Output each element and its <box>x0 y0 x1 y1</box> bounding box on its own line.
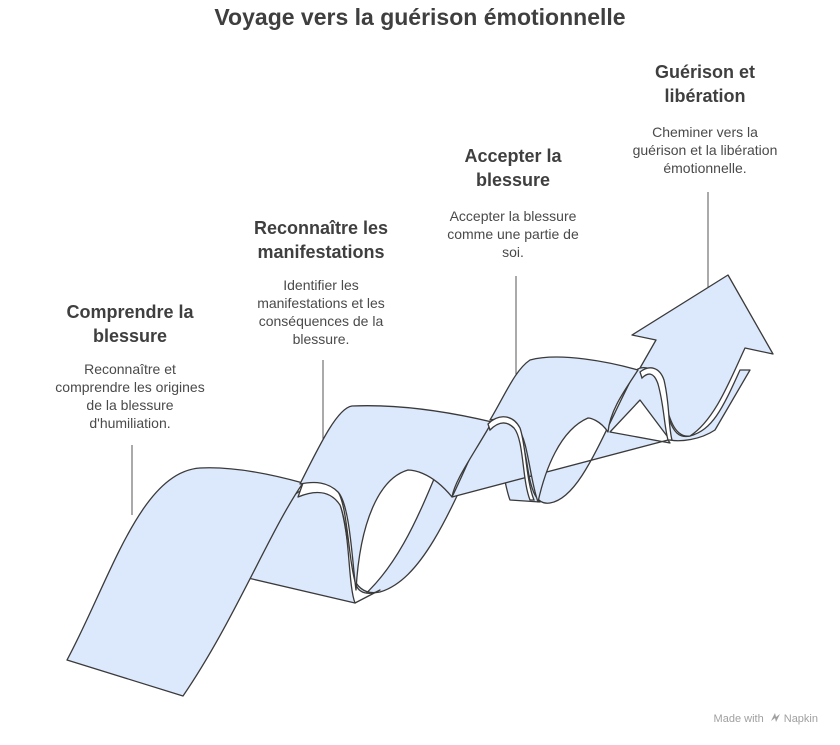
diagram-title: Voyage vers la guérison émotionnelle <box>214 4 626 30</box>
step-1-title: Comprendre la blessure <box>66 302 194 346</box>
step-3-description: Accepter la blessure comme une partie de… <box>447 208 579 260</box>
ribbon-loop-2 <box>487 416 535 501</box>
ribbon-segment-1 <box>66 467 304 697</box>
ribbon-loop-3 <box>639 367 673 441</box>
ribbon-segment-3 <box>489 356 639 503</box>
step-1-description: Reconnaître et comprendre les origines d… <box>55 361 205 431</box>
step-2-description: Identifier les manifestations et les con… <box>257 277 385 347</box>
ribbon-segment-2 <box>299 405 493 591</box>
step-3-title: Accepter la blessure <box>464 146 562 190</box>
step-2-title: Reconnaître les manifestations <box>253 218 389 262</box>
napkin-logo-icon <box>770 713 780 722</box>
made-with-napkin-watermark: Made with Napkin <box>713 713 818 725</box>
step-4-description: Cheminer vers la guérison et la libérati… <box>632 124 778 176</box>
step-4-title: Guérison et libération <box>654 62 756 106</box>
